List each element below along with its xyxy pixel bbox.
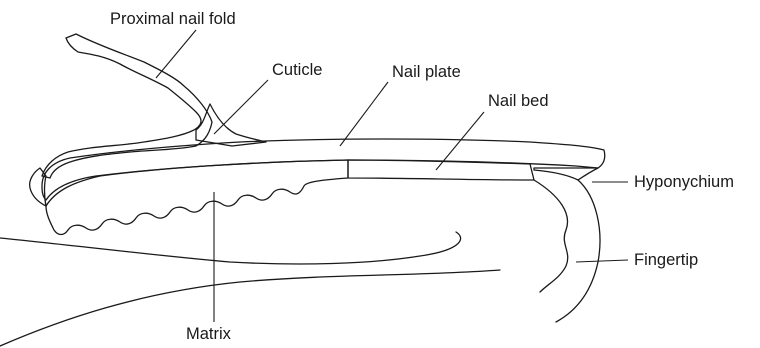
- label-proximal-nail-fold: Proximal nail fold: [110, 11, 236, 28]
- leader-fingertip: [576, 260, 628, 262]
- label-cuticle: Cuticle: [272, 62, 322, 79]
- fingertip-inner-outline: [534, 180, 568, 292]
- hyponychium-shape: [534, 168, 598, 180]
- label-fingertip: Fingertip: [634, 252, 698, 269]
- leader-proximal-nail-fold: [156, 30, 196, 78]
- nail-bed-shape: [348, 160, 534, 180]
- nail-plate-shape: [42, 139, 605, 200]
- proximal-nail-fold-shape: [42, 34, 212, 178]
- label-matrix: Matrix: [186, 326, 231, 343]
- finger-contour-lower: [0, 270, 500, 346]
- label-nail-plate: Nail plate: [392, 64, 461, 81]
- leader-nail-plate: [340, 82, 388, 146]
- label-nail-bed: Nail bed: [488, 93, 549, 110]
- matrix-shape: [46, 160, 348, 235]
- fingertip-outline: [556, 180, 600, 322]
- label-hyponychium: Hyponychium: [634, 174, 734, 191]
- finger-contour-upper: [0, 232, 461, 264]
- matrix-rim-shape: [30, 168, 46, 206]
- leader-cuticle: [214, 80, 268, 134]
